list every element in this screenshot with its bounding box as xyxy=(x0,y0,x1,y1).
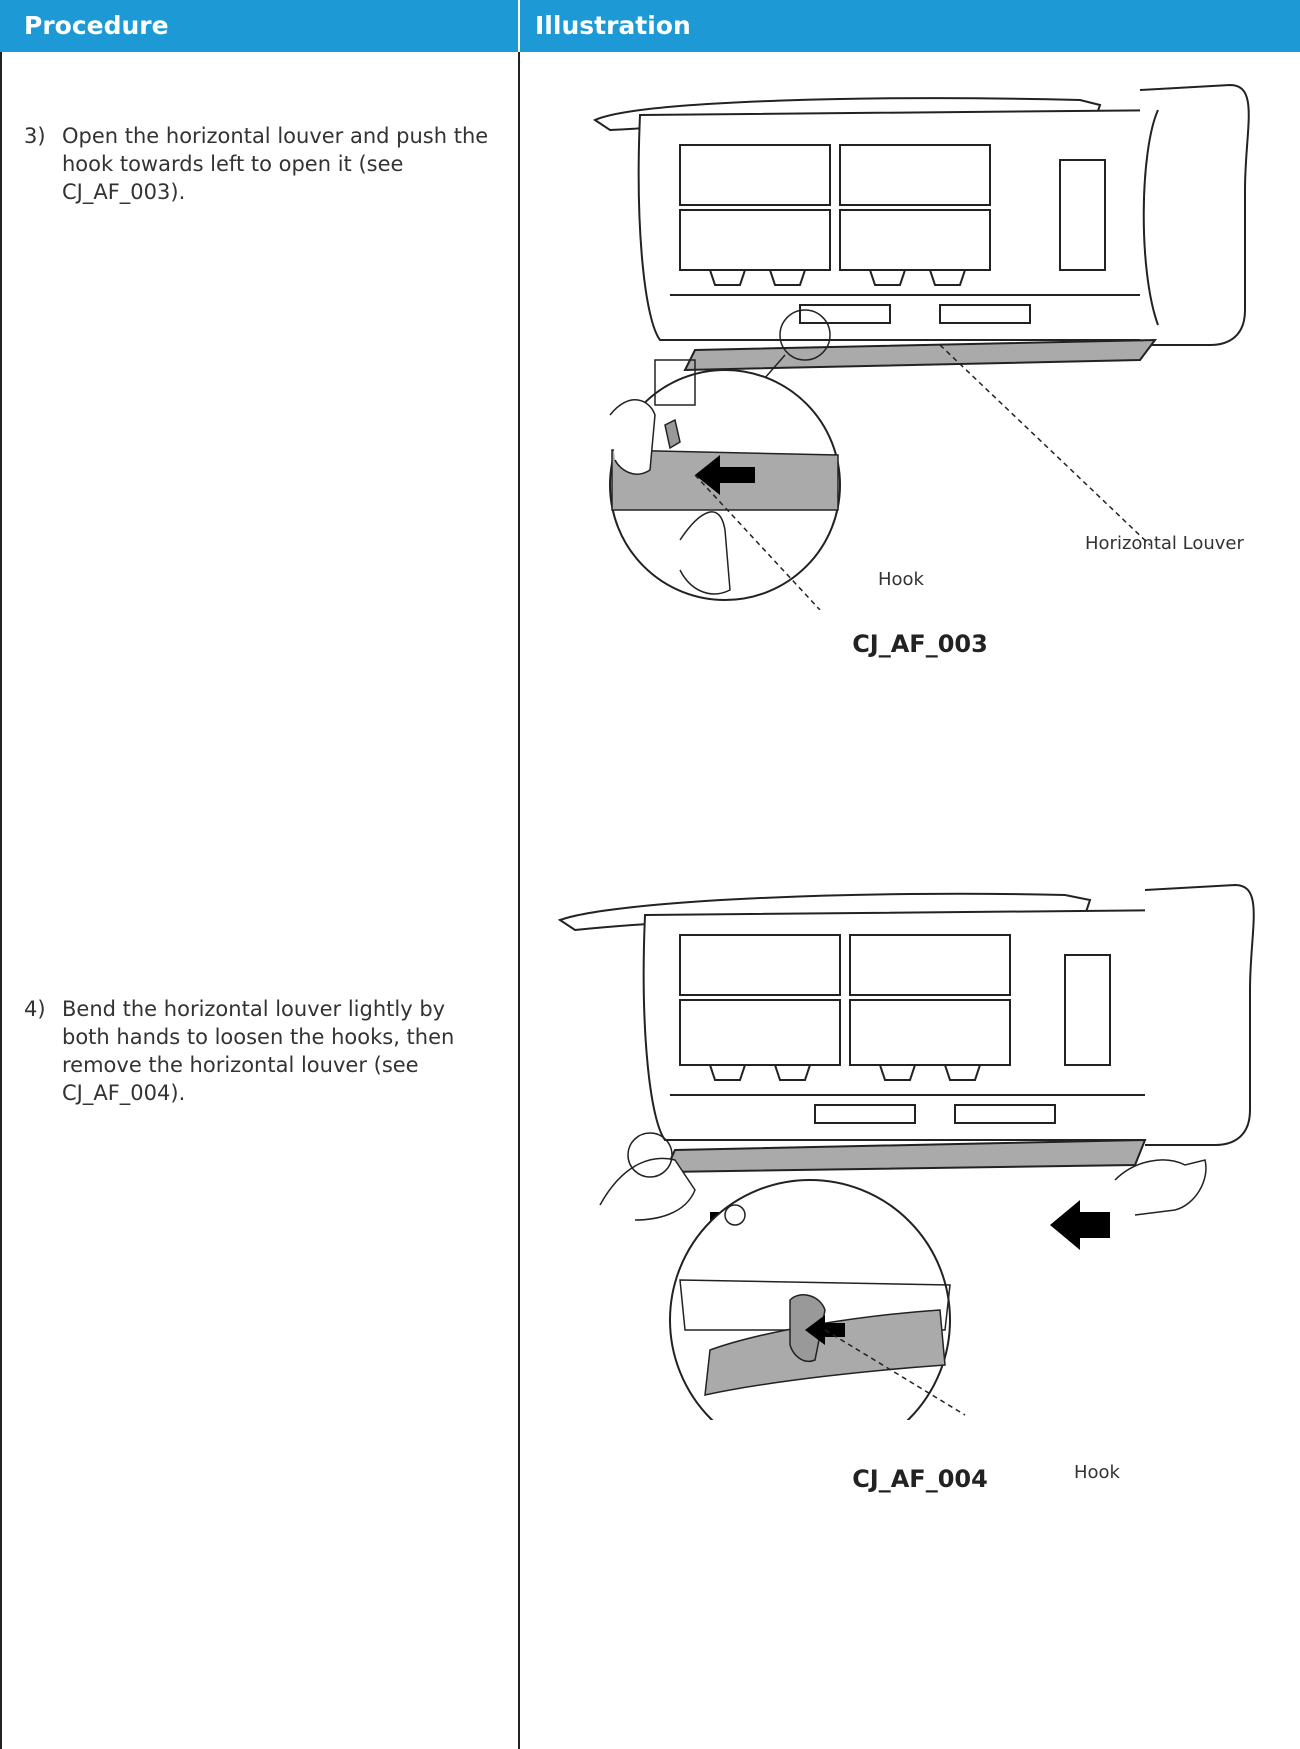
figure-caption: CJ_AF_003 xyxy=(852,630,988,658)
step-text: Bend the horizontal louver lightly by bo… xyxy=(62,997,455,1105)
figure-caption: CJ_AF_004 xyxy=(852,1465,988,1493)
illustration-column-header: Illustration xyxy=(535,11,691,40)
step-number: 4) xyxy=(24,997,46,1021)
table-header: Procedure Illustration xyxy=(0,0,1300,52)
procedure-column-header: Procedure xyxy=(24,11,169,40)
header-divider xyxy=(518,0,520,52)
step-4: 4) Bend the horizontal louver lightly by… xyxy=(24,995,494,1107)
figure-cj-af-003-illustration xyxy=(592,83,1250,610)
callout-hook: Hook xyxy=(1074,1462,1120,1483)
figure-cj-af-004-illustration xyxy=(557,883,1255,1420)
step-number: 3) xyxy=(24,124,46,148)
step-3: 3) Open the horizontal louver and push t… xyxy=(24,122,494,206)
callout-hook: Hook xyxy=(878,569,924,590)
callout-horizontal-louver: Horizontal Louver xyxy=(1085,533,1244,554)
table-left-border xyxy=(0,52,2,1749)
column-divider xyxy=(518,52,520,1749)
step-text: Open the horizontal louver and push the … xyxy=(62,124,489,204)
